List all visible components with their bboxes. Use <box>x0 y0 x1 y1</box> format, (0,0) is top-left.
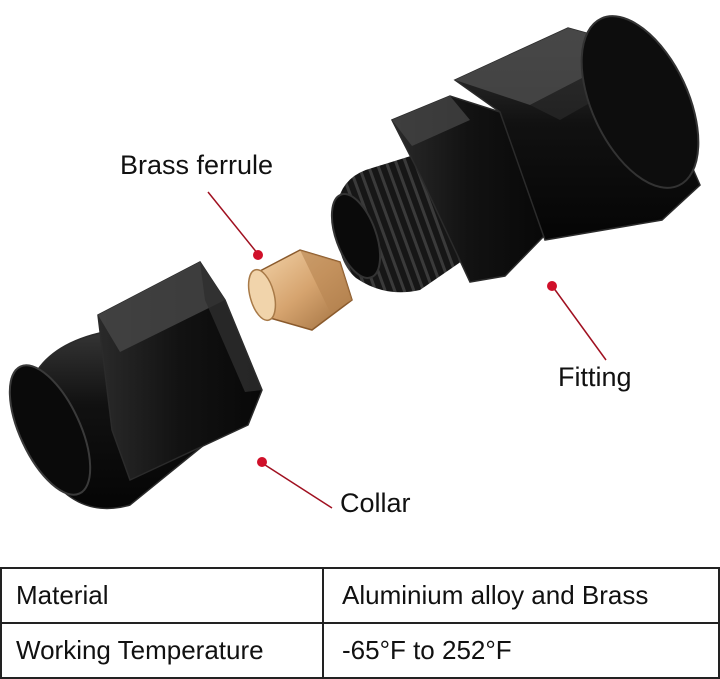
fitting-thread-opening <box>330 193 382 279</box>
product-illustration <box>8 15 701 510</box>
brass-ferrule-leader-line <box>207 191 259 255</box>
spec-value-cell: -65°F to 252°F <box>322 622 720 679</box>
spec-value-cell: Aluminium alloy and Brass <box>322 567 720 624</box>
fitting-rear-end <box>580 15 700 189</box>
collar-label: Collar <box>340 488 411 518</box>
fitting-marker <box>547 281 557 291</box>
collar-marker <box>257 457 267 467</box>
fitting-small-hex <box>390 95 546 283</box>
fitting-label: Fitting <box>558 362 632 392</box>
brass-ferrule-label: Brass ferrule <box>120 150 274 180</box>
table-row: Working Temperature -65°F to 252°F <box>0 622 720 679</box>
collar-part <box>8 261 263 510</box>
spec-property-cell: Material <box>0 567 324 624</box>
collar-leader-line <box>261 462 333 509</box>
collar-opening <box>8 364 92 496</box>
brass-ferrule-marker <box>253 250 263 260</box>
fitting-part <box>330 15 701 293</box>
brass-ferrule-part <box>247 249 353 331</box>
fitting-assembly-drawing <box>8 15 701 510</box>
spec-table: Material Aluminium alloy and Brass Worki… <box>0 567 720 679</box>
table-row: Material Aluminium alloy and Brass <box>0 567 720 624</box>
fitting-leader-line <box>552 286 607 361</box>
spec-property-cell: Working Temperature <box>0 622 324 679</box>
